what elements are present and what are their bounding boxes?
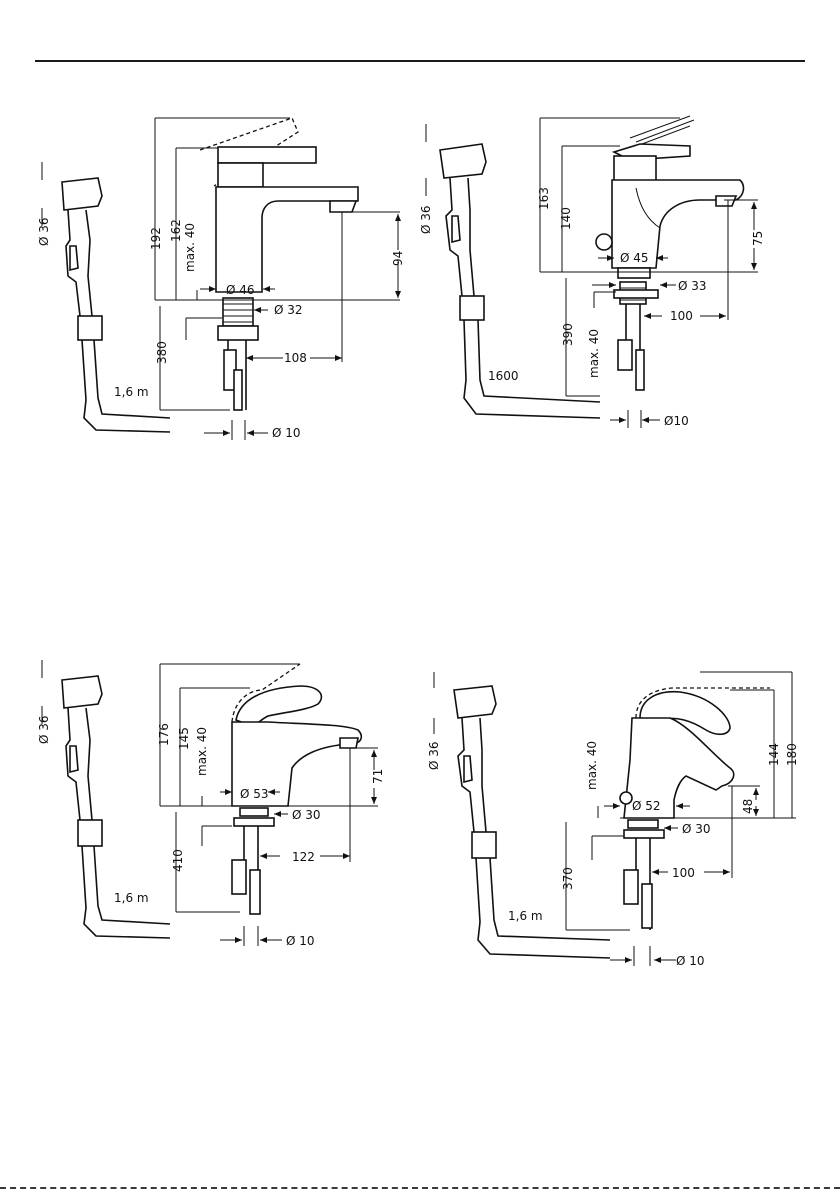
label-height-total: 176 <box>157 723 171 746</box>
hand-shower <box>440 144 600 418</box>
label-base-dia: Ø 45 <box>620 251 649 265</box>
label-spout-height: 94 <box>391 251 405 266</box>
label-hand-shower-dia: Ø 36 <box>37 217 51 246</box>
label-max-thickness: max. 40 <box>195 727 209 776</box>
diagram-bottom-right: Ø 36 max. 40 144 180 48 Ø 52 Ø 30 370 10… <box>427 672 799 968</box>
label-height-lever: 162 <box>169 219 183 242</box>
label-height-total: 163 <box>537 187 551 210</box>
label-reach: 100 <box>670 309 693 323</box>
label-reach: 100 <box>672 866 695 880</box>
label-shank-dia: Ø 30 <box>682 822 711 836</box>
page-edge-dashes <box>0 1187 840 1189</box>
label-reach: 122 <box>292 850 315 864</box>
label-base-dia: Ø 46 <box>226 283 255 297</box>
label-hose-dia: Ø 10 <box>272 426 301 440</box>
label-under-length: 390 <box>561 323 575 346</box>
label-under-length: 370 <box>561 867 575 890</box>
label-hand-shower-dia: Ø 36 <box>419 205 433 234</box>
label-hose-dia: Ø10 <box>664 414 689 428</box>
label-reach: 108 <box>284 351 307 365</box>
label-height-total: 180 <box>785 743 799 766</box>
label-under-length: 380 <box>155 341 169 364</box>
label-spout-height: 71 <box>371 769 385 784</box>
label-hose-length: 1,6 m <box>114 385 149 399</box>
label-spout-height: 48 <box>741 799 755 814</box>
label-shank-dia: Ø 33 <box>678 279 707 293</box>
label-height-lever: 144 <box>767 743 781 766</box>
diagram-top-right: Ø 36 163 140 75 Ø 45 Ø 33 390 max. 40 10… <box>419 116 765 428</box>
faucet-body <box>200 118 358 410</box>
label-hose-length: 1,6 m <box>508 909 543 923</box>
label-hose-length: 1,6 m <box>114 891 149 905</box>
label-height-lever: 140 <box>559 207 573 230</box>
label-hose-dia: Ø 10 <box>676 954 705 968</box>
label-shank-dia: Ø 32 <box>274 303 303 317</box>
label-spout-height: 75 <box>751 231 765 246</box>
label-base-dia: Ø 53 <box>240 787 269 801</box>
faucet-body <box>596 116 743 390</box>
label-max-thickness: max. 40 <box>587 329 601 378</box>
label-max-thickness: max. 40 <box>585 741 599 790</box>
label-hose-length: 1600 <box>488 369 519 383</box>
diagram-bottom-left: Ø 36 176 145 max. 40 71 Ø 53 Ø 30 410 12… <box>37 660 385 948</box>
label-hand-shower-dia: Ø 36 <box>37 715 51 744</box>
label-max-thickness: max. 40 <box>183 223 197 272</box>
label-height-lever: 145 <box>177 727 191 750</box>
label-shank-dia: Ø 30 <box>292 808 321 822</box>
label-base-dia: Ø 52 <box>632 799 661 813</box>
diagram-top-left: Ø 36 192 162 max. 40 Ø 46 Ø 32 94 380 10… <box>37 118 405 440</box>
label-height-total: 192 <box>149 227 163 250</box>
label-hand-shower-dia: Ø 36 <box>427 741 441 770</box>
label-hose-dia: Ø 10 <box>286 934 315 948</box>
dimension-lines <box>434 672 796 966</box>
label-under-length: 410 <box>171 849 185 872</box>
